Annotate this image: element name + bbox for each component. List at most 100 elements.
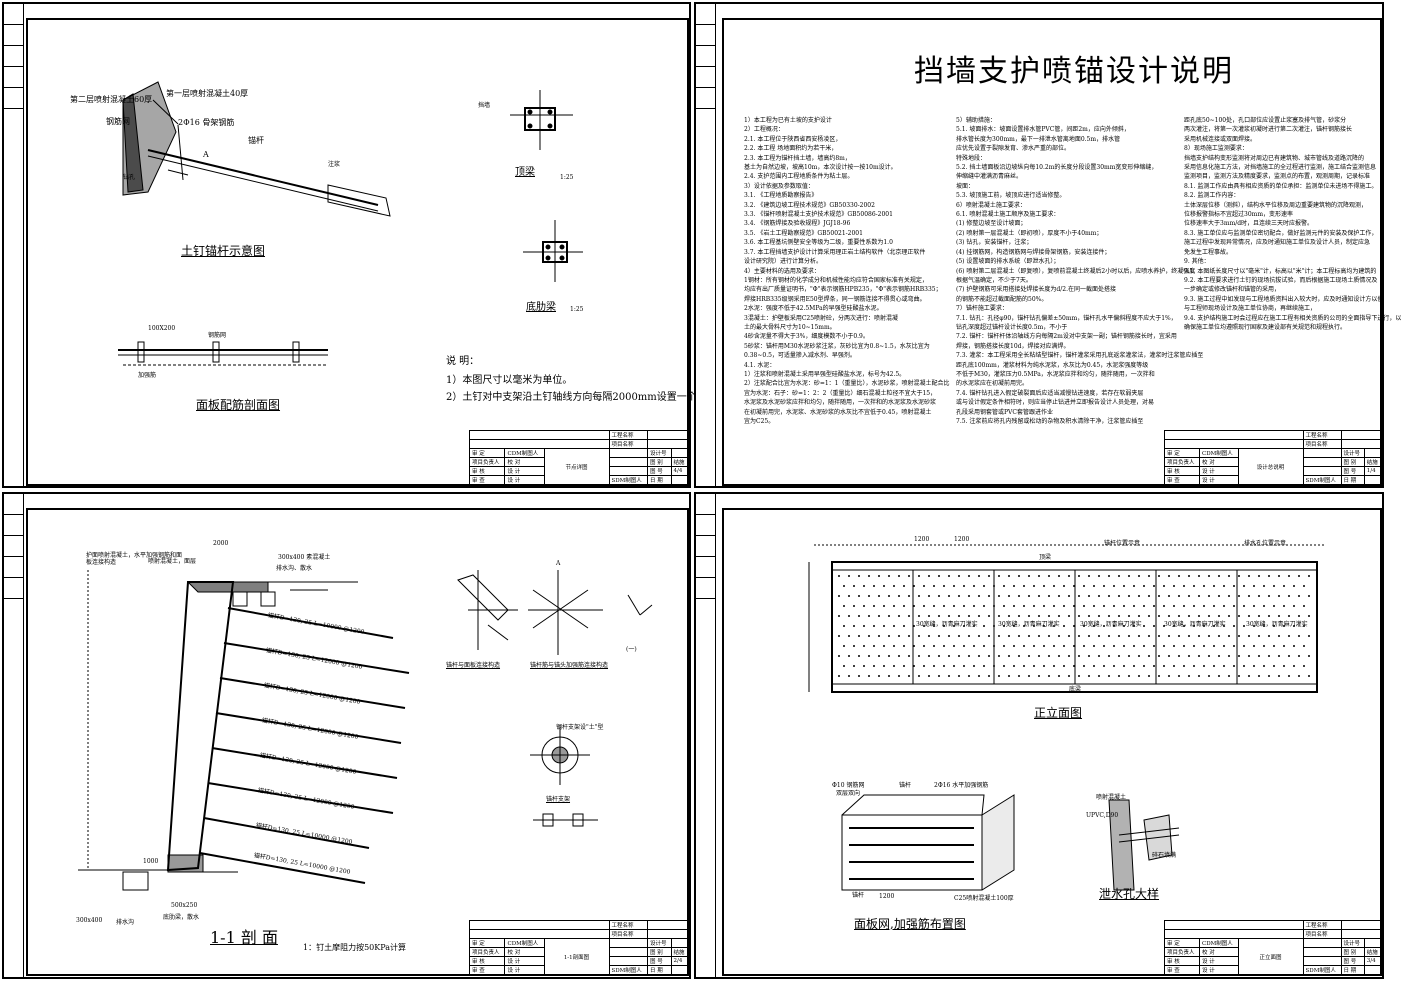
anchor-dot xyxy=(1178,595,1180,597)
anchor-dot xyxy=(1128,595,1130,597)
anchor-dot xyxy=(1008,655,1010,657)
anchor-dot xyxy=(1283,605,1285,607)
anchor-dot xyxy=(843,585,845,587)
anchor-dot xyxy=(858,635,860,637)
anchor-dot xyxy=(983,645,985,647)
anchor-dot xyxy=(1168,595,1170,597)
note-line: 7.2. 锚杆：锚杆杆体沿轴线方向每隔2m设对中支架一副；锚杆钢筋接长时，宜采用 xyxy=(956,333,1177,341)
note-line: 4）主要材料的选用及要求： xyxy=(744,267,820,275)
label-hole: 钻孔 xyxy=(123,174,136,181)
anchor-dot xyxy=(1228,595,1230,597)
anchor-dot xyxy=(878,575,880,577)
anchor-dot xyxy=(1063,645,1065,647)
mesh-label-net: Φ10 钢筋网 xyxy=(832,782,865,789)
anchor-dot xyxy=(1033,625,1035,627)
anchor-dot xyxy=(868,575,870,577)
note-1: 1）本图尺寸以毫米为单位。 xyxy=(446,375,573,386)
note-line: 根据气温确定，不少于7天。 xyxy=(956,276,1032,284)
anchor-dot xyxy=(1213,625,1215,627)
anchor-dot xyxy=(1188,595,1190,597)
anchor-dot xyxy=(1253,645,1255,647)
note-line: 的钢筋不能超过截面配筋的50%。 xyxy=(956,295,1048,303)
anchor-dot xyxy=(1293,605,1295,607)
anchor-dot xyxy=(1208,675,1210,677)
sheet-front-elevation: 锚杆位置示意 排水孔位置示意 顶梁 底梁 1200 1200 30宽缝，沥青麻刀… xyxy=(694,492,1384,979)
label-beam: 300x400 素混凝土 xyxy=(278,554,331,561)
note-line: 8.2. 监测工作内容： xyxy=(1184,192,1240,200)
anchor-dot xyxy=(903,605,905,607)
anchor-dot xyxy=(1138,615,1140,617)
title-soil-nail: 土钉锚杆示意图 xyxy=(181,244,266,258)
anchor-dot xyxy=(1088,635,1090,637)
note-line: 2.3. 本工程为锚杆挡土墙，墙高约8m， xyxy=(744,154,851,162)
notes-column-2: 5）辅助措施： 5.1. 坡面排水：坡面设置排水管PVC管，间距2m，应向外倾斜… xyxy=(956,116,1203,476)
label-drain-pos: 排水孔位置示意 xyxy=(1244,540,1287,547)
anchor-dot xyxy=(928,595,930,597)
anchor-dot xyxy=(1143,625,1145,627)
anchor-dot xyxy=(1078,575,1080,577)
note-line: 1）注浆和喷射混凝土采用早强型硅酸盐水泥，标号为42.5。 xyxy=(744,370,906,378)
anchor-dot xyxy=(883,585,885,587)
note-line: 5.2. 挡土墙面板沿边坡纵向每10.2m的长度分段设置30mm宽变形伸缩缝， xyxy=(956,164,1158,172)
label-bottom-beam: 底肋梁，散水 xyxy=(163,914,200,921)
anchor-dot xyxy=(1148,635,1150,637)
anchor-dot xyxy=(893,585,895,587)
anchor-dot xyxy=(1098,635,1100,637)
anchor-dot xyxy=(1043,625,1045,627)
binding-margin xyxy=(4,4,24,486)
anchor-dot xyxy=(838,595,840,597)
anchor-dot xyxy=(908,615,910,617)
anchor-dot xyxy=(893,665,895,667)
anchor-dot xyxy=(1003,585,1005,587)
anchor-dot xyxy=(1013,665,1015,667)
anchor-dot xyxy=(1088,615,1090,617)
anchor-dot xyxy=(1128,615,1130,617)
anchor-dot xyxy=(1083,585,1085,587)
anchor-dot xyxy=(1078,615,1080,617)
anchor-dot xyxy=(918,675,920,677)
anchor-dot xyxy=(1238,675,1240,677)
tb-sheet-num: 1/4 xyxy=(1363,466,1383,476)
anchor-dot xyxy=(1133,665,1135,667)
anchor-dot xyxy=(973,625,975,627)
anchor-dot xyxy=(1153,605,1155,607)
anchor-dot xyxy=(1248,675,1250,677)
anchor-dot xyxy=(883,665,885,667)
label-mesh: 钢筋网 xyxy=(106,117,130,126)
anchor-dot xyxy=(1108,655,1110,657)
anchor-dot xyxy=(983,625,985,627)
note-line: 与工程师现场设计及施工单位协商，再继续施工， xyxy=(1184,305,1317,313)
anchor-dot xyxy=(1198,615,1200,617)
note-line: 免发生工程事故。 xyxy=(1184,248,1233,256)
anchor-dot xyxy=(1068,575,1070,577)
anchor-dot xyxy=(1293,625,1295,627)
anchor-dot xyxy=(1278,675,1280,677)
anchor-dot xyxy=(1253,585,1255,587)
anchor-dot xyxy=(1068,655,1070,657)
anchor-dot xyxy=(848,675,850,677)
anchor-dot xyxy=(858,595,860,597)
mesh-dim: 1200 xyxy=(879,893,895,900)
anchor-dot xyxy=(1198,675,1200,677)
note-line: 确保施工单位均遵照现行国家及建设部有关规范和规程执行。 xyxy=(1184,323,1347,331)
anchor-dot xyxy=(918,575,920,577)
anchor-dot xyxy=(1113,625,1115,627)
anchor-dot xyxy=(1213,665,1215,667)
note-line: 3.4. 《钢筋焊接及验收规程》JGJ18-96 xyxy=(744,220,851,228)
note-line: 3.5. 《岩土工程勘察规范》GB50021-2001 xyxy=(744,229,863,237)
label-layer2: 第二层喷射混凝土60厚 xyxy=(70,95,153,104)
anchor-dot xyxy=(948,595,950,597)
anchor-dot xyxy=(1163,665,1165,667)
anchor-dot xyxy=(1023,645,1025,647)
anchor-dot xyxy=(1013,605,1015,607)
anchor-dot xyxy=(1263,625,1265,627)
anchor-dot xyxy=(1123,625,1125,627)
label-layer1: 第一层喷射混凝土40厚 xyxy=(166,89,249,98)
anchor-dot xyxy=(1278,615,1280,617)
note-line: 宜为水泥：石子：砂=1：2：2（重量比）细石混凝土粒径不宜大于15， xyxy=(744,389,937,397)
anchor-dot xyxy=(1238,635,1240,637)
anchor-dot xyxy=(1218,675,1220,677)
anchor-dot xyxy=(1168,615,1170,617)
note-line: (4) 挂钢筋网，构造钢筋网与焊接骨架钢筋，安装连接件； xyxy=(956,248,1111,256)
mesh-concrete: C25喷射混凝土100厚 xyxy=(954,895,1014,902)
